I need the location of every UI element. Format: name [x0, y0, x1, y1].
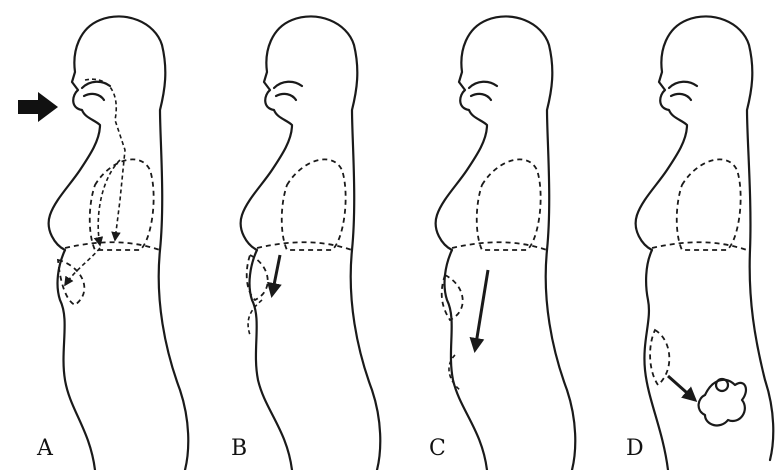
panel-a-body-outline [49, 16, 189, 470]
panel-a-diaphragm-band [65, 242, 160, 250]
panel-c-mouth [469, 82, 497, 100]
panel-b-mouth [274, 82, 302, 100]
panel-label-d: D [626, 438, 644, 460]
panel-c-figure [436, 16, 576, 470]
panel-label-c: C [429, 438, 446, 460]
panel-a-flow-path [85, 79, 125, 240]
panel-a-flow-lower [65, 248, 100, 285]
panel-c-descent-arrow [475, 270, 488, 350]
panel-a-figure [18, 16, 188, 470]
panel-a-mouth [82, 82, 110, 100]
panel-b-lung [282, 159, 346, 250]
panel-a-entry-arrow [18, 92, 58, 122]
panel-c-diaphragm-band [452, 242, 547, 250]
panel-b-diaphragm-band [257, 242, 352, 250]
panel-b-body-outline [241, 16, 381, 470]
panel-d-organ-cluster [699, 380, 746, 426]
panel-a-abdomen [58, 260, 84, 305]
panel-d-mouth [669, 82, 697, 100]
panel-c-lung [477, 159, 541, 250]
panel-d-body-outline [636, 16, 774, 470]
panel-d-lung [677, 159, 741, 250]
panel-label-b: B [231, 438, 247, 460]
panel-d-abdomen [650, 330, 669, 385]
panel-b-descent-arrow [272, 255, 280, 295]
panel-d-diaphragm-band [652, 242, 747, 250]
panel-c-body-outline [436, 16, 576, 470]
panel-label-a: A [37, 438, 53, 460]
panel-d-figure [636, 16, 774, 470]
panel-b-figure [241, 16, 381, 470]
panel-d-descent-arrow [668, 376, 695, 400]
